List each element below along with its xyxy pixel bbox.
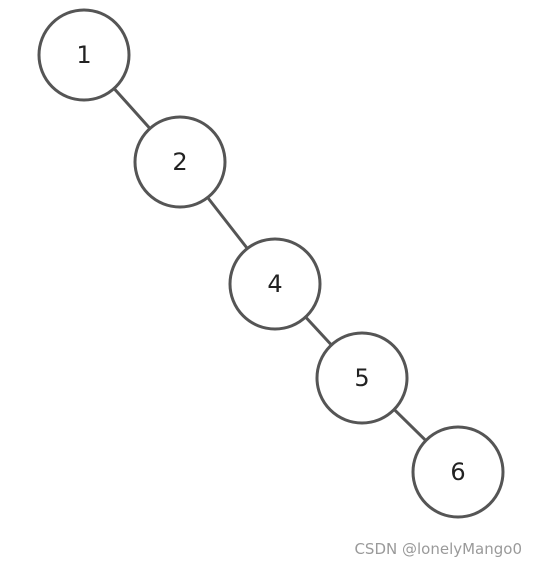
node-label: 4 (267, 270, 282, 298)
node-label: 6 (450, 458, 465, 486)
edge-n2-n4 (206, 196, 249, 250)
tree-node-4: 4 (228, 237, 322, 331)
node-label: 1 (76, 41, 91, 69)
edge-n5-n6 (393, 408, 427, 442)
watermark-text: CSDN @lonelyMango0 (354, 540, 522, 558)
tree-node-1: 1 (37, 8, 131, 102)
edge-n1-n2 (112, 87, 152, 130)
edges-layer (112, 87, 427, 442)
node-circle (37, 8, 131, 102)
node-label: 5 (354, 364, 369, 392)
tree-node-5: 5 (315, 331, 409, 425)
node-circle (315, 331, 409, 425)
edge-n4-n5 (304, 316, 333, 346)
tree-node-2: 2 (133, 115, 227, 209)
node-label: 2 (172, 148, 187, 176)
node-circle (228, 237, 322, 331)
node-circle (411, 425, 505, 519)
tree-node-6: 6 (411, 425, 505, 519)
nodes-layer: 1 2 4 5 6 (37, 8, 505, 519)
node-circle (133, 115, 227, 209)
